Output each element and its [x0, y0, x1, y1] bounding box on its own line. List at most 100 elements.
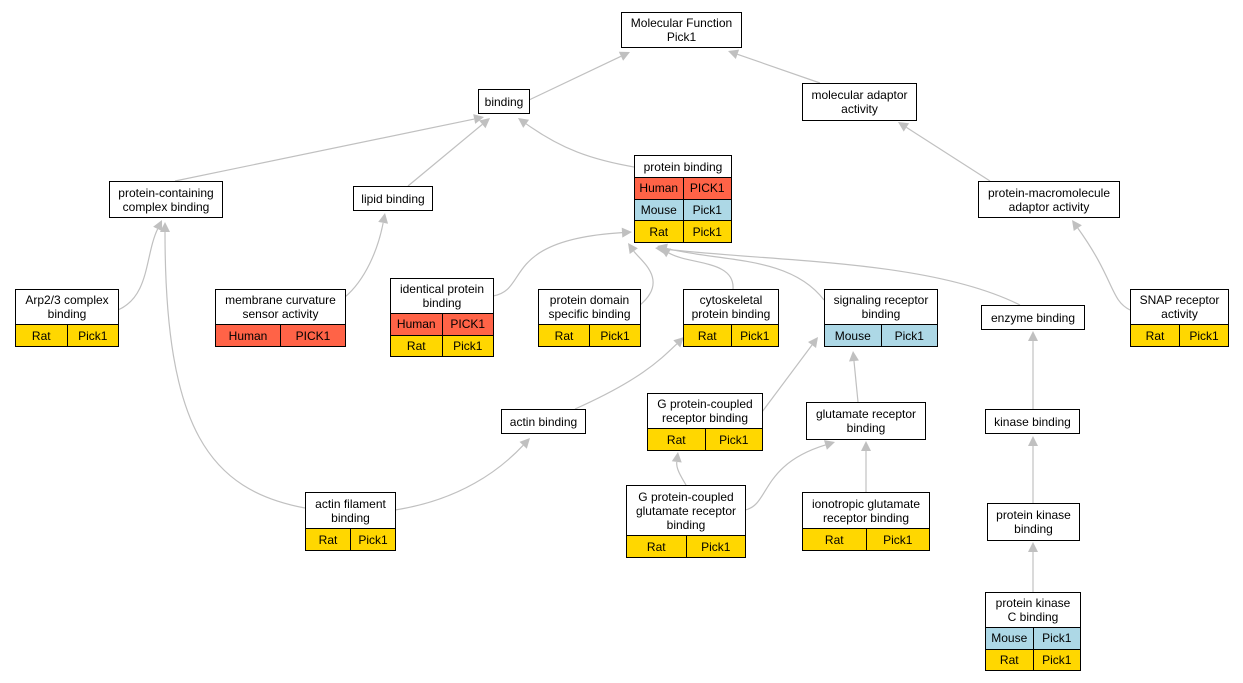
arrowhead-icon	[160, 222, 170, 232]
term-label: cytoskeletal protein binding	[691, 293, 771, 321]
gene-cell: Pick1	[865, 529, 930, 550]
term-label: signaling receptor binding	[833, 293, 929, 321]
term-node-mol-adaptor[interactable]: molecular adaptor activity	[802, 83, 917, 121]
gene-cell: PICK1	[682, 178, 732, 199]
edge-snap-to-pm-adaptor	[1072, 220, 1131, 311]
term-label: Molecular Function Pick1	[630, 16, 733, 44]
gene-cell: Pick1	[880, 325, 938, 346]
term-label: protein kinase binding	[996, 508, 1071, 536]
arrowhead-icon	[823, 440, 835, 450]
term-node-actin[interactable]: actin binding	[501, 409, 586, 434]
edge-pkc-to-protein-kinase	[1028, 542, 1038, 592]
edge-actin-filament-to-actin	[394, 438, 530, 511]
species-row-rat: Rat Pick1	[648, 428, 762, 450]
term-node-protein-kinase[interactable]: protein kinase binding	[987, 503, 1080, 541]
arrowhead-icon	[1028, 331, 1038, 341]
gene-cell: Pick1	[704, 429, 763, 450]
term-node-mf[interactable]: Molecular Function Pick1	[621, 12, 742, 48]
term-label: enzyme binding	[990, 310, 1076, 325]
edge-line	[744, 444, 826, 511]
term-node-enzyme[interactable]: enzyme binding	[981, 305, 1085, 330]
species-cell: Mouse	[991, 631, 1028, 646]
arrowhead-icon	[378, 213, 389, 224]
edge-protein-kinase-to-kinase	[1028, 436, 1038, 503]
term-node-pm-adaptor[interactable]: protein-macromolecule adaptor activity	[978, 181, 1120, 218]
term-label: molecular adaptor activity	[811, 88, 908, 116]
arrowhead-icon	[861, 441, 871, 451]
term-node-lipid[interactable]: lipid binding	[353, 186, 433, 211]
edge-line	[164, 231, 306, 509]
term-node-gpcr-glut[interactable]: G protein-coupled glutamate receptor bin…	[626, 485, 746, 558]
edge-pcc-binding-to-binding	[174, 114, 484, 182]
edge-actin-to-cytoskeletal	[574, 337, 684, 410]
edge-line	[525, 123, 641, 169]
term-node-kinase[interactable]: kinase binding	[985, 409, 1080, 434]
edge-pm-adaptor-to-mol-adaptor	[898, 122, 991, 182]
term-node-glutamate[interactable]: glutamate receptor binding	[806, 402, 926, 440]
arrowhead-icon	[621, 227, 632, 238]
edge-lipid-to-binding	[407, 118, 490, 187]
arrowhead-icon	[1028, 542, 1038, 552]
arrowhead-icon	[153, 220, 163, 232]
edge-glutamate-to-signaling	[848, 351, 859, 403]
edge-line	[344, 222, 384, 298]
species-row-human: Human PICK1	[216, 324, 345, 346]
species-cell: Rat	[666, 432, 686, 447]
edge-line	[1077, 227, 1131, 311]
species-cell: Rat	[318, 532, 338, 547]
edge-identical-to-protein-binding	[492, 227, 632, 297]
edge-gpcr-glut-to-gpcr	[671, 452, 687, 486]
edge-line	[668, 252, 734, 290]
arrowhead-icon	[628, 243, 638, 255]
arrowhead-icon	[618, 51, 630, 61]
gene-cell: Pick1	[589, 325, 640, 346]
edge-arp23-to-pcc-binding	[117, 220, 163, 311]
gene-cell: PICK1	[280, 325, 345, 346]
species-cell: Human	[228, 328, 268, 343]
arrowhead-icon	[808, 337, 818, 349]
term-label: G protein-coupled receptor binding	[657, 397, 753, 425]
term-label: protein binding	[643, 159, 723, 174]
edge-line	[761, 344, 813, 413]
edge-line	[676, 461, 687, 486]
term-node-pcc-binding[interactable]: protein-containing complex binding	[109, 181, 223, 218]
term-node-binding[interactable]: binding	[478, 89, 530, 114]
edge-mol-adaptor-to-mf	[728, 49, 821, 84]
term-label: protein-containing complex binding	[118, 185, 214, 214]
edge-gpcr-to-signaling	[761, 337, 818, 413]
species-cell: Rat	[646, 539, 666, 554]
arrowhead-icon	[473, 114, 484, 124]
edge-line	[853, 360, 859, 403]
gene-cell: Pick1	[350, 529, 395, 550]
term-label: binding	[484, 94, 524, 109]
edge-protein-binding-to-binding	[518, 118, 641, 169]
species-cell: Rat	[999, 652, 1019, 667]
arrowhead-icon	[655, 244, 666, 255]
gene-cell: PICK1	[441, 314, 494, 335]
edge-actin-filament-to-pcc-binding	[160, 222, 306, 509]
arrowhead-icon	[519, 438, 530, 449]
term-label: protein kinase C binding	[995, 596, 1071, 624]
edge-line	[394, 444, 524, 511]
term-label: G protein-coupled glutamate receptor bin…	[635, 489, 737, 532]
edge-line	[174, 118, 475, 182]
term-label: ionotropic glutamate receptor binding	[811, 496, 921, 525]
